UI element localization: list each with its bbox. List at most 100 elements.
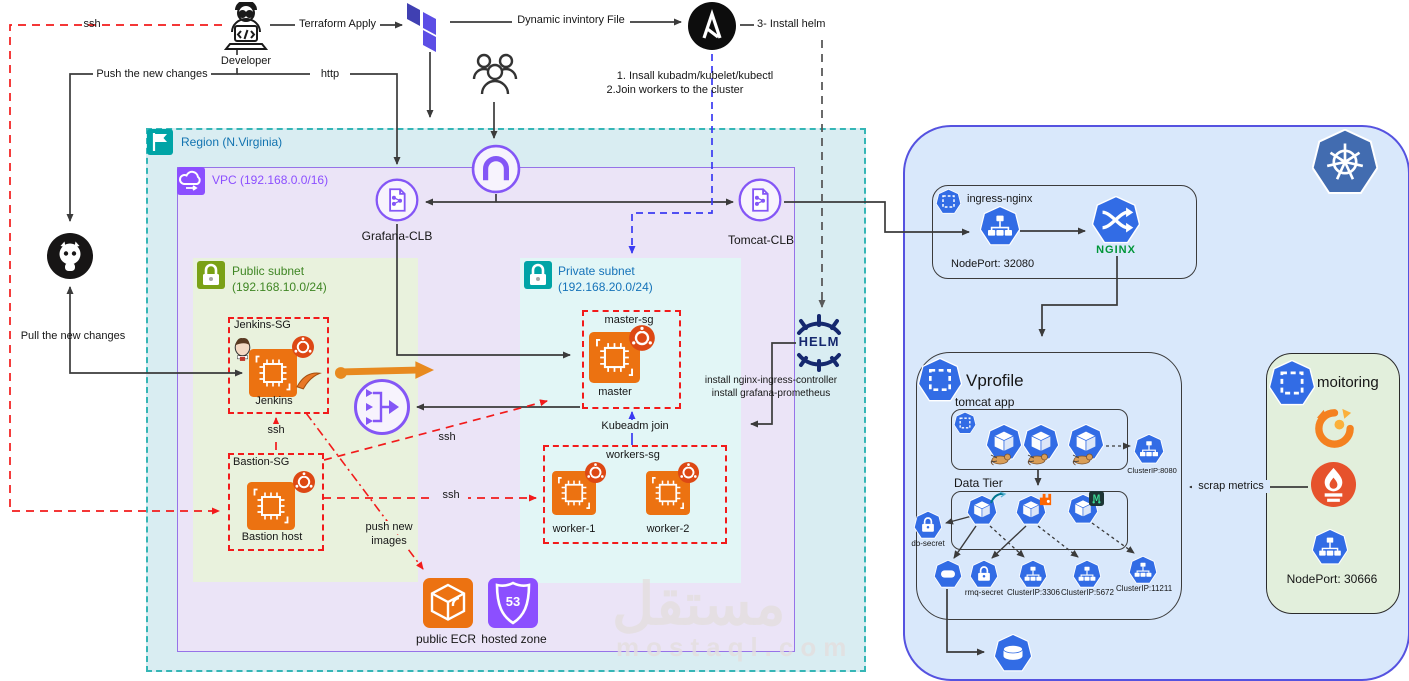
terraform-icon <box>406 2 438 52</box>
clusterip-3306-label: ClusterIP:3306 <box>1007 588 1060 597</box>
public-ecr-icon <box>423 578 473 628</box>
prometheus-icon <box>1310 461 1357 508</box>
install-grafana-label: install grafana-prometheus <box>711 388 831 399</box>
network-flow-icon <box>352 377 412 437</box>
tomcat-clb-label: Tomcat-CLB <box>727 233 795 247</box>
tomcat-clb-icon <box>737 177 783 223</box>
clusterip-8080-label: ClusterIP:8080 <box>1127 466 1177 475</box>
clusterip-5672-label: ClusterIP:5672 <box>1061 588 1114 597</box>
nginx-ingress-icon <box>1092 196 1140 244</box>
vprofile-label: Vprofile <box>966 371 1024 390</box>
mysql-logo-icon <box>989 491 1007 505</box>
db-secret-label: db-secret <box>911 539 945 548</box>
ubuntu-icon <box>677 461 700 484</box>
jenkins-sg-label: Jenkins-SG <box>234 319 291 331</box>
private-subnet-cidr: (192.168.20.0/24) <box>558 280 653 294</box>
ubuntu-icon <box>584 461 607 484</box>
ssh-dev-label: ssh <box>83 18 101 30</box>
public-ecr-label: public ECR <box>415 632 477 646</box>
nginx-label: NGINX <box>1096 244 1136 256</box>
tomcat-cat-icon <box>1027 452 1049 466</box>
clusterip-11211-label: ClusterIP:11211 <box>1116 584 1173 593</box>
rmq-secret-label: rmq-secret <box>964 588 1004 597</box>
bastion-ec2-icon <box>247 482 295 530</box>
master-sg-box <box>582 310 681 409</box>
jenkins-label: Jenkins <box>255 395 293 407</box>
public-subnet-name: Public subnet <box>232 264 305 278</box>
nodeport-service-icon <box>1312 529 1348 565</box>
secret-icon <box>914 511 942 539</box>
tomcat-app-label: tomcat app <box>955 395 1015 409</box>
push-images-label-2: images <box>360 535 418 549</box>
tomcat-app-box <box>951 409 1128 470</box>
grafana-clb-icon <box>374 177 420 223</box>
internet-gateway-icon <box>470 143 522 195</box>
public-subnet-cidr: (192.168.10.0/24) <box>232 280 327 294</box>
vpc-icon <box>177 167 205 195</box>
public-subnet-lock-icon <box>197 261 225 289</box>
push-changes-label: Push the new changes <box>93 68 211 82</box>
route53-badge: 53 <box>505 594 521 609</box>
ubuntu-icon <box>291 335 315 359</box>
dynamic-inventory-label: Dynamic invintory File <box>512 14 630 28</box>
ssh-workers-label: ssh <box>434 489 468 503</box>
workers-sg-label: workers-sg <box>606 449 660 461</box>
monitoring-label: moitoring <box>1317 374 1379 391</box>
ansible-step1-label: 1. Insall kubadm/kubelet/kubectl <box>616 70 774 82</box>
helm-logo: HELM <box>790 314 848 372</box>
developer-label: Developer <box>212 55 280 69</box>
ansible-icon <box>687 1 737 51</box>
clusterip-service-icon <box>1129 556 1157 584</box>
kubeadm-join-label: Kubeadm join <box>598 420 672 434</box>
vpc-label: VPC (192.168.0.0/16) <box>212 173 329 187</box>
clusterip-service-icon <box>1073 560 1101 588</box>
worker1-label: worker-1 <box>552 523 596 535</box>
namespace-icon <box>1269 360 1315 406</box>
nodeport-service-icon <box>980 206 1020 246</box>
push-images-label-1: push new <box>360 521 418 535</box>
tomcat-cat-icon <box>1072 452 1094 466</box>
ingress-nginx-label: ingress-nginx <box>967 193 1033 205</box>
clusterip-service-icon <box>1019 560 1047 588</box>
ubuntu-icon <box>292 470 316 494</box>
ingress-nodeport-label: NodePort: 32080 <box>951 258 1035 270</box>
namespace-icon <box>936 189 961 214</box>
jenkins-ec2-icon <box>249 349 297 397</box>
ssh-master-label: ssh <box>438 431 456 443</box>
helm-label: HELM <box>798 334 840 349</box>
workers-sg-box <box>543 445 727 544</box>
rabbitmq-logo-icon <box>1038 492 1053 507</box>
maven-icon <box>295 369 322 390</box>
tomcat-cat-icon <box>990 452 1012 466</box>
hosted-zone-label: hosted zone <box>481 632 547 646</box>
scrap-metrics-label: scrap metrics <box>1192 480 1270 494</box>
private-subnet-lock-icon <box>524 261 552 289</box>
pull-changes-label: Pull the new changes <box>20 330 126 342</box>
install-helm-label: 3- Install helm <box>757 18 826 30</box>
github-icon <box>46 232 94 280</box>
vprofile-namespace-box <box>916 352 1182 620</box>
master-label: master <box>598 386 632 398</box>
route53-hosted-zone-icon: 53 <box>488 578 538 628</box>
persistent-volume-icon <box>994 634 1032 672</box>
ssh-jenkins-label: ssh <box>262 424 290 438</box>
memcached-logo-icon: M <box>1089 491 1104 506</box>
memcached-letter: M <box>1092 493 1101 503</box>
bastion-sg-label: Bastion-SG <box>233 456 290 468</box>
bastion-host-label: Bastion host <box>241 531 303 543</box>
worker2-label: worker-2 <box>646 523 690 535</box>
clusterip-service-icon <box>1134 434 1164 464</box>
region-flag-icon <box>147 129 173 155</box>
install-nginx-label: install nginx-ingress-controller <box>704 375 838 386</box>
master-sg-label: master-sg <box>604 314 654 326</box>
grafana-icon <box>1312 406 1357 451</box>
terraform-apply-label: Terraform Apply <box>295 18 380 32</box>
region-label: Region (N.Virginia) <box>181 135 283 149</box>
developer-icon <box>220 2 272 50</box>
grafana-clb-label: Grafana-CLB <box>361 229 433 243</box>
monitoring-nodeport-label: NodePort: 30666 <box>1286 572 1378 586</box>
kubernetes-logo-icon <box>1312 129 1378 195</box>
users-icon <box>472 52 518 102</box>
namespace-icon <box>954 412 976 434</box>
